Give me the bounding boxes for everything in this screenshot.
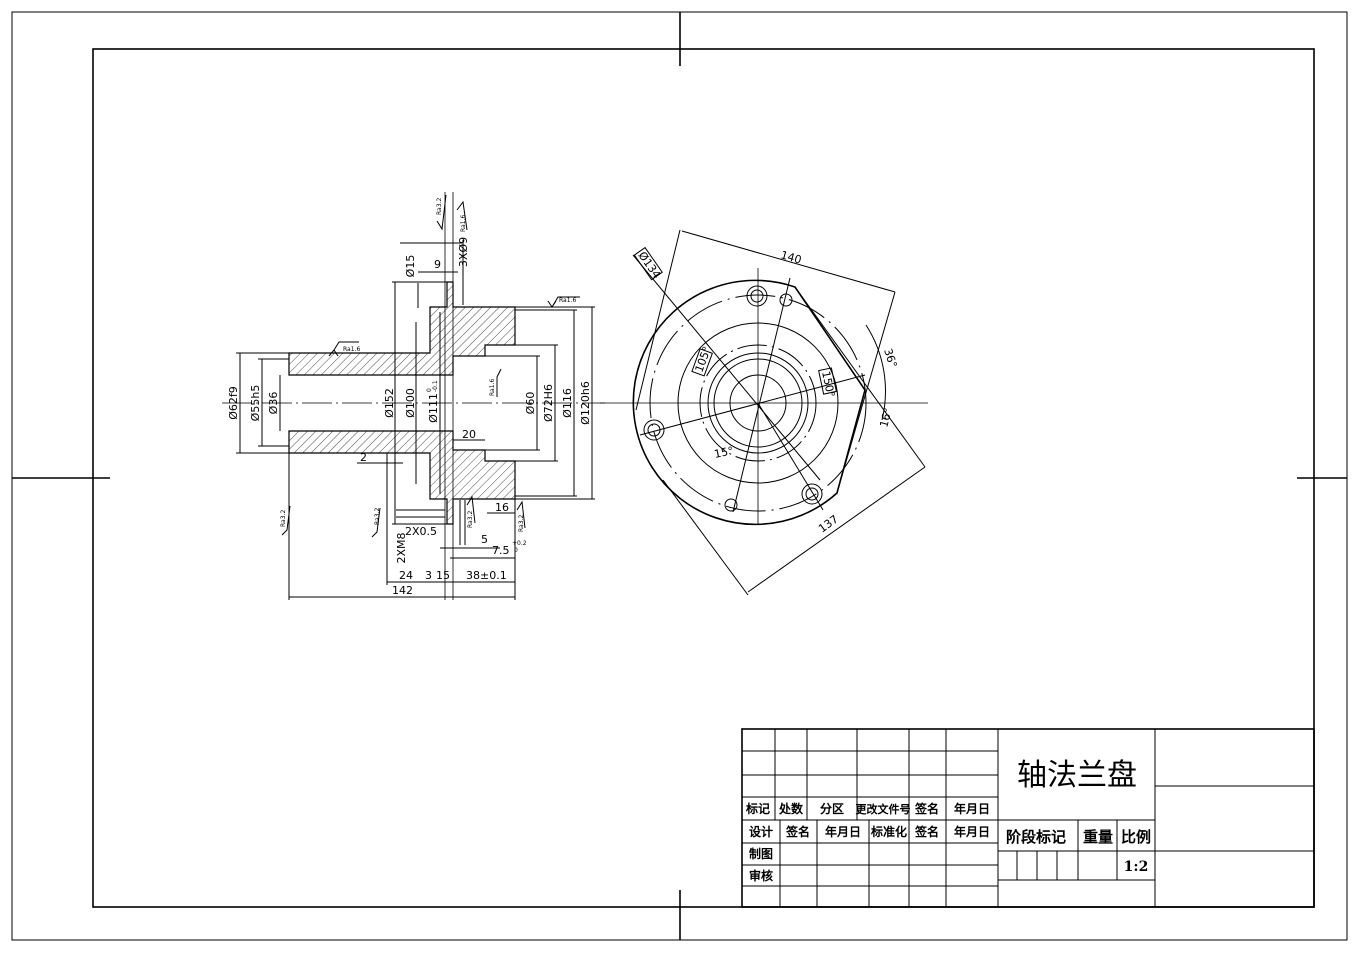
scale-value: 1:2: [1124, 859, 1149, 875]
dim-15: 15: [436, 569, 450, 582]
dim-9: 9: [434, 258, 441, 271]
svg-text:签名: 签名: [914, 801, 939, 816]
stage-label: 阶段标记: [1006, 828, 1066, 846]
svg-text:Ra1.6: Ra1.6: [460, 215, 467, 232]
dim-16-deg: 16°: [877, 407, 895, 429]
roughness-symbol: Ra3.2: [371, 508, 381, 538]
bolt-holes: [643, 285, 823, 512]
dim-3: 3: [425, 569, 432, 582]
outer-frame: [11, 11, 1348, 941]
svg-text:Ra1.6: Ra1.6: [489, 379, 496, 396]
dim-15-dia: Ø15: [404, 255, 417, 278]
roughness-symbol: Ra1.6: [456, 200, 468, 232]
svg-text:设计: 设计: [749, 824, 773, 839]
roughness-symbol: Ra1.6: [547, 296, 580, 308]
dim-142: 142: [392, 584, 413, 597]
dim-60: Ø60: [524, 392, 537, 415]
dim-111: Ø111: [427, 393, 440, 423]
svg-text:签名: 签名: [785, 824, 810, 839]
roughness-symbol: Ra3.2: [280, 505, 291, 536]
roughness-symbol: Ra1.6: [328, 341, 360, 357]
tol-7-5-upper: +0.2: [512, 540, 527, 547]
dim-16: 16: [495, 501, 509, 514]
dim-150-deg: 150°: [818, 367, 837, 399]
dim-134: Ø134: [633, 246, 664, 281]
tol-111-lower: -0.1: [432, 380, 439, 392]
svg-text:年月日: 年月日: [825, 824, 861, 839]
dim-120h6: Ø120h6: [579, 381, 592, 425]
sign-row: 设计 签名 年月日 标准化 签名 年月日: [749, 824, 990, 839]
header-row: 标记 处数 分区 更改文件号 签名 年月日: [745, 801, 990, 816]
dim-105-deg: 105°: [691, 345, 714, 377]
tol-111-upper: 0: [426, 388, 433, 392]
svg-text:Ra3.2: Ra3.2: [436, 198, 443, 215]
svg-text:分区: 分区: [820, 801, 844, 816]
label-reviewed: 审核: [749, 868, 773, 883]
dim-24: 24: [399, 569, 413, 582]
dim-2x0-5: 2X0.5: [405, 525, 437, 538]
section-view: Ø62f9 Ø55h5 Ø36 Ø152 Ø100 Ø111 0 -0.1 Ø6…: [222, 192, 605, 600]
dim-3x9: 3XØ9: [457, 237, 470, 267]
svg-text:Ra3.2: Ra3.2: [374, 508, 381, 525]
svg-text:Ø134: Ø134: [636, 249, 664, 281]
title-block: 轴法兰盘 标记 处数 分区 更改文件号 签名 年月日 设计 签名 年月日 标准化…: [741, 728, 1315, 908]
svg-text:Ra1.6: Ra1.6: [559, 297, 576, 304]
weight-label: 重量: [1083, 828, 1113, 846]
dim-72h6: Ø72H6: [542, 384, 555, 422]
svg-text:签名: 签名: [914, 824, 939, 839]
tol-7-5-lower: 0: [514, 547, 518, 554]
dim-15-deg: 15°: [713, 444, 735, 461]
dim-62f9: Ø62f9: [227, 386, 240, 420]
centering-marks: [12, 12, 1347, 940]
dim-55h5: Ø55h5: [249, 385, 262, 422]
dim-137: 137: [816, 513, 841, 536]
flange-outline: [632, 279, 866, 526]
svg-text:处数: 处数: [778, 801, 804, 816]
label-drawn: 制图: [749, 846, 773, 861]
svg-text:Ra1.6: Ra1.6: [343, 346, 360, 353]
end-view: 140 137 Ø134 36° 16° 105° 150° 15°: [600, 229, 928, 596]
dim-2xm8: 2XM8: [395, 532, 408, 563]
dim-140: 140: [779, 248, 803, 266]
svg-text:标记: 标记: [745, 801, 770, 816]
dim-2: 2: [360, 451, 367, 464]
scale-label: 比例: [1121, 828, 1151, 846]
section-vertical-dims: Ø62f9 Ø55h5 Ø36 Ø152 Ø100 Ø111 0 -0.1 Ø6…: [227, 237, 592, 564]
dim-20: 20: [462, 428, 476, 441]
dim-36: Ø36: [267, 392, 280, 415]
svg-text:标准化: 标准化: [870, 824, 907, 839]
svg-text:Ra3.2: Ra3.2: [518, 515, 525, 532]
dim-100: Ø100: [404, 388, 417, 418]
section-horizontal-dims: 9 20 2 16 2X0.5 5 7.5 +0.2 0 24 3 15 38±…: [360, 258, 527, 597]
dim-116: Ø116: [561, 388, 574, 418]
svg-text:Ra3.2: Ra3.2: [280, 510, 287, 527]
part-name: 轴法兰盘: [1017, 758, 1137, 793]
roughness-symbol: Ra1.6: [489, 368, 502, 397]
dim-152: Ø152: [383, 388, 396, 418]
dim-7-5: 7.5: [492, 544, 510, 557]
dim-38: 38±0.1: [466, 569, 507, 582]
roughness-symbols: Ra3.2 Ra1.6 Ra1.6 Ra1.6 Ra1.6 Ra3.2 Ra3.…: [280, 194, 580, 538]
svg-text:150°: 150°: [819, 370, 837, 399]
roughness-symbol: Ra3.2: [516, 500, 526, 532]
dim-36-deg: 36°: [881, 347, 899, 370]
svg-text:更改文件号: 更改文件号: [856, 802, 911, 816]
roughness-symbol: Ra3.2: [436, 194, 447, 231]
svg-text:Ra3.2: Ra3.2: [467, 511, 474, 528]
roughness-symbol: Ra3.2: [466, 495, 476, 528]
dim-5: 5: [481, 533, 488, 546]
svg-text:年月日: 年月日: [954, 801, 990, 816]
svg-text:年月日: 年月日: [954, 824, 990, 839]
